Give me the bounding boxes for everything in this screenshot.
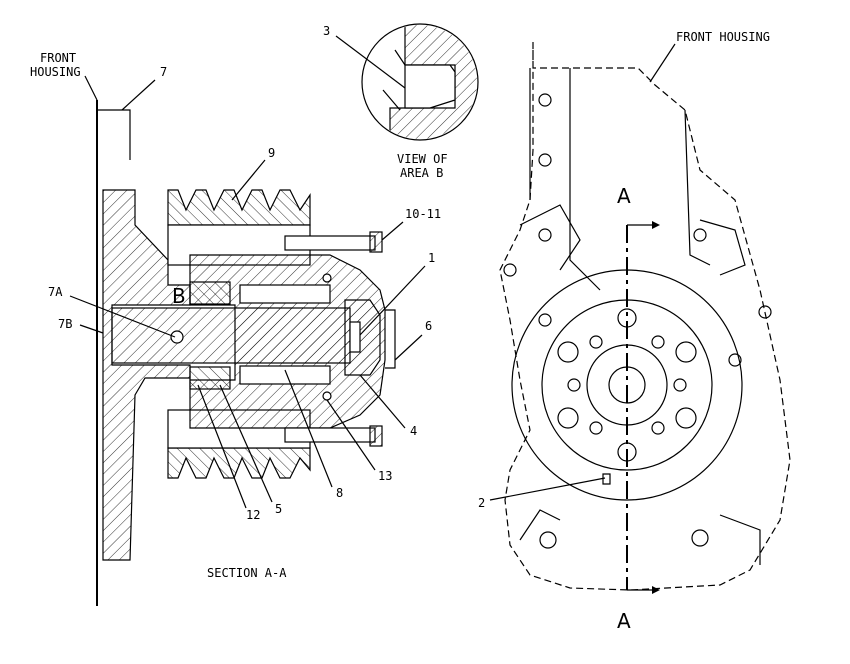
callout-7b: 7B (58, 317, 72, 331)
area-b-detail: 3 VIEW OF AREA B (323, 23, 479, 180)
callout-9: 9 (268, 146, 275, 160)
front-view (499, 42, 791, 594)
view-label-2: AREA B (400, 166, 443, 180)
callout-12: 12 (246, 508, 260, 522)
area-b-marker: B (172, 284, 186, 308)
front-housing-right-label: FRONT HOUSING (676, 30, 770, 44)
pulley-bottom (167, 447, 311, 479)
callout-13: 13 (378, 469, 392, 483)
front-housing-outline (499, 42, 791, 591)
callout-10-11: 10-11 (405, 207, 441, 221)
callout-4: 4 (410, 424, 417, 438)
section-marker-bottom: A (617, 609, 631, 633)
front-housing-left-label-1: FRONT (40, 51, 76, 65)
callout-5: 5 (275, 502, 282, 516)
front-housing-left-label-2: HOUSING (30, 65, 81, 79)
callout-7a: 7A (48, 285, 63, 299)
view-label-1: VIEW OF (397, 152, 448, 166)
callout-3: 3 (323, 24, 330, 38)
callout-7: 7 (160, 65, 167, 79)
callout-6: 6 (425, 319, 432, 333)
pulley-top (167, 189, 311, 226)
shaft-hole (170, 330, 184, 344)
section-view: B (96, 100, 396, 606)
callout-1: 1 (428, 251, 435, 265)
pump-shaft (111, 307, 351, 364)
callout-8: 8 (336, 486, 343, 500)
callout-2: 2 (478, 496, 485, 510)
section-title: SECTION A-A (207, 566, 287, 580)
section-marker-top: A (617, 184, 631, 208)
